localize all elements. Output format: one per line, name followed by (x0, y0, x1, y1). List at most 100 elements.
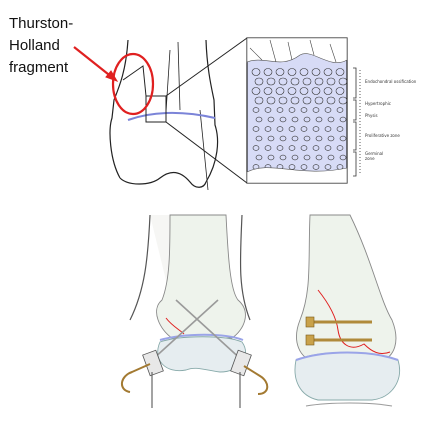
chondrocyte (315, 116, 323, 123)
chondrocyte (278, 96, 288, 105)
chondrocyte (291, 154, 299, 161)
chondrocyte (327, 154, 335, 161)
zone-label-endochondral: Endochondral ossification (365, 79, 417, 84)
chondrocyte (266, 96, 276, 105)
callout-line-2: Holland (9, 37, 60, 54)
chondrocyte (252, 145, 260, 151)
chondrocyte (338, 96, 348, 105)
chondrocyte (252, 126, 260, 132)
magnification-lines (165, 37, 248, 184)
zone-label-germinal-2: zone (365, 156, 375, 161)
chondrocyte (288, 145, 296, 151)
chondrocyte (255, 135, 263, 142)
chondrocyte (324, 107, 332, 113)
chondrocyte (339, 154, 347, 161)
physis-histology-inset (246, 37, 348, 184)
chondrocyte (302, 96, 312, 105)
chondrocyte (276, 107, 284, 113)
chondrocyte (290, 77, 300, 86)
chondrocyte (264, 145, 272, 151)
chondrocyte-cells (251, 68, 348, 170)
femur-k-wire-fixation (121, 214, 269, 408)
chondrocyte (299, 87, 309, 95)
chondrocyte (324, 145, 332, 151)
chondrocyte (315, 135, 323, 142)
chondrocyte (251, 87, 261, 95)
chondrocyte (324, 164, 332, 170)
zone-label-hypertrophic: Hypertrophic (365, 101, 391, 106)
chondrocyte (267, 154, 275, 161)
chondrocyte (251, 68, 261, 76)
chondrocyte (275, 68, 285, 76)
chondrocyte (275, 87, 285, 95)
chondrocyte (278, 77, 288, 86)
chondrocyte (300, 145, 308, 151)
chondrocyte (311, 87, 321, 95)
chondrocyte (311, 68, 321, 76)
chondrocyte (327, 116, 335, 123)
chondrocyte (267, 116, 275, 123)
chondrocyte (327, 135, 335, 142)
femur-screw-fixation (294, 214, 400, 407)
chondrocyte (290, 96, 300, 105)
zone-label-physis: Physis (365, 113, 378, 118)
chondrocyte (279, 116, 287, 123)
fragment-highlight (73, 46, 155, 116)
distal-femur-sketch (109, 39, 219, 191)
chondrocyte (300, 126, 308, 132)
chondrocyte (336, 145, 344, 151)
chondrocyte (291, 135, 299, 142)
chondrocyte (255, 154, 263, 161)
chondrocyte (302, 77, 312, 86)
chondrocyte (300, 107, 308, 113)
chondrocyte (323, 87, 333, 95)
zone-label-proliferative: Proliferative zone (365, 133, 400, 138)
chondrocyte (264, 126, 272, 132)
zone-label-germinal: Germinal (365, 151, 384, 156)
chondrocyte (303, 135, 311, 142)
chondrocyte (276, 145, 284, 151)
chondrocyte (300, 164, 308, 170)
chondrocyte (312, 145, 320, 151)
zone-brackets (353, 67, 361, 177)
chondrocyte (264, 107, 272, 113)
chondrocyte (254, 96, 264, 105)
chondrocyte (315, 154, 323, 161)
chondrocyte (288, 107, 296, 113)
chondrocyte (255, 116, 263, 123)
chondrocyte (267, 135, 275, 142)
chondrocyte (303, 154, 311, 161)
chondrocyte (266, 77, 276, 86)
chondrocyte (326, 96, 336, 105)
chondrocyte (287, 87, 297, 95)
chondrocyte (279, 135, 287, 142)
chondrocyte (323, 68, 333, 76)
chondrocyte (263, 68, 273, 76)
chondrocyte (324, 126, 332, 132)
chondrocyte (288, 126, 296, 132)
chondrocyte (326, 77, 336, 86)
chondrocyte (299, 68, 309, 76)
chondrocyte (252, 107, 260, 113)
chondrocyte (336, 107, 344, 113)
chondrocyte (335, 87, 345, 95)
chondrocyte (335, 68, 345, 76)
chondrocyte (291, 116, 299, 123)
chondrocyte (314, 77, 324, 86)
chondrocyte (339, 116, 347, 123)
chondrocyte (314, 96, 324, 105)
chondrocyte (312, 164, 320, 170)
chondrocyte (336, 126, 344, 132)
chondrocyte (339, 135, 347, 142)
chondrocyte (312, 107, 320, 113)
callout-line-1: Thurston- (9, 15, 74, 32)
chondrocyte (279, 154, 287, 161)
chondrocyte (312, 126, 320, 132)
chondrocyte (254, 77, 264, 86)
chondrocyte (338, 77, 348, 86)
chondrocyte (263, 87, 273, 95)
chondrocyte (287, 68, 297, 76)
chondrocyte (276, 126, 284, 132)
callout-line-3: fragment (9, 59, 69, 76)
